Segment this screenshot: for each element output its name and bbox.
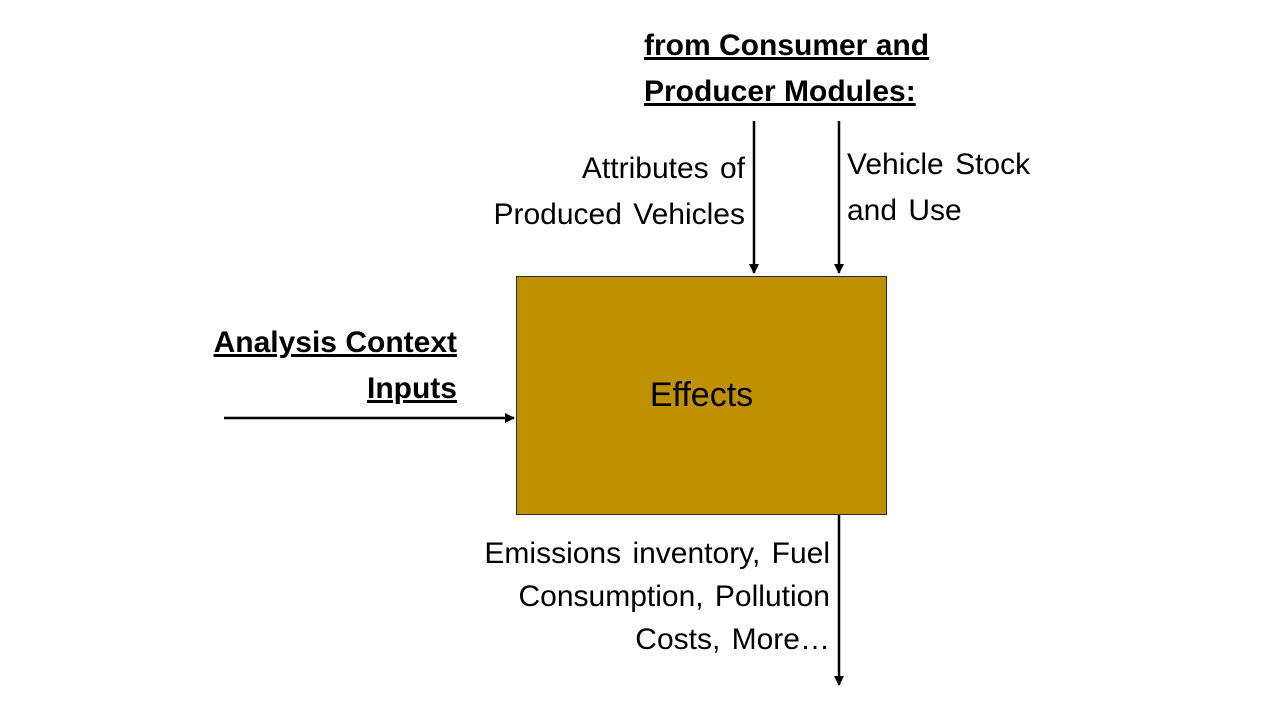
label-line: Attributes of <box>581 152 745 185</box>
attributes-label: Attributes of Produced Vehicles <box>494 146 746 238</box>
heading-line: Producer Modules: <box>644 75 916 108</box>
analysis-context-heading: Analysis Context Inputs <box>214 320 457 412</box>
effects-box: Effects <box>516 276 887 515</box>
effects-label: Effects <box>649 376 754 414</box>
label-line: Costs, More… <box>635 623 830 656</box>
label-line: and Use <box>847 194 962 227</box>
heading-line: from Consumer and <box>644 29 930 62</box>
label-line: Consumption, Pollution <box>518 580 830 613</box>
label-line: Emissions inventory, Fuel <box>484 537 830 570</box>
heading-line: Analysis Context <box>213 326 457 359</box>
label-line: Vehicle Stock <box>847 148 1031 181</box>
outputs-label: Emissions inventory, Fuel Consumption, P… <box>484 532 830 661</box>
source-modules-heading: from Consumer and Producer Modules: <box>644 23 929 115</box>
label-line: Produced Vehicles <box>493 198 746 231</box>
vehicle-stock-label: Vehicle Stock and Use <box>847 142 1030 234</box>
heading-line: Inputs <box>367 372 457 405</box>
